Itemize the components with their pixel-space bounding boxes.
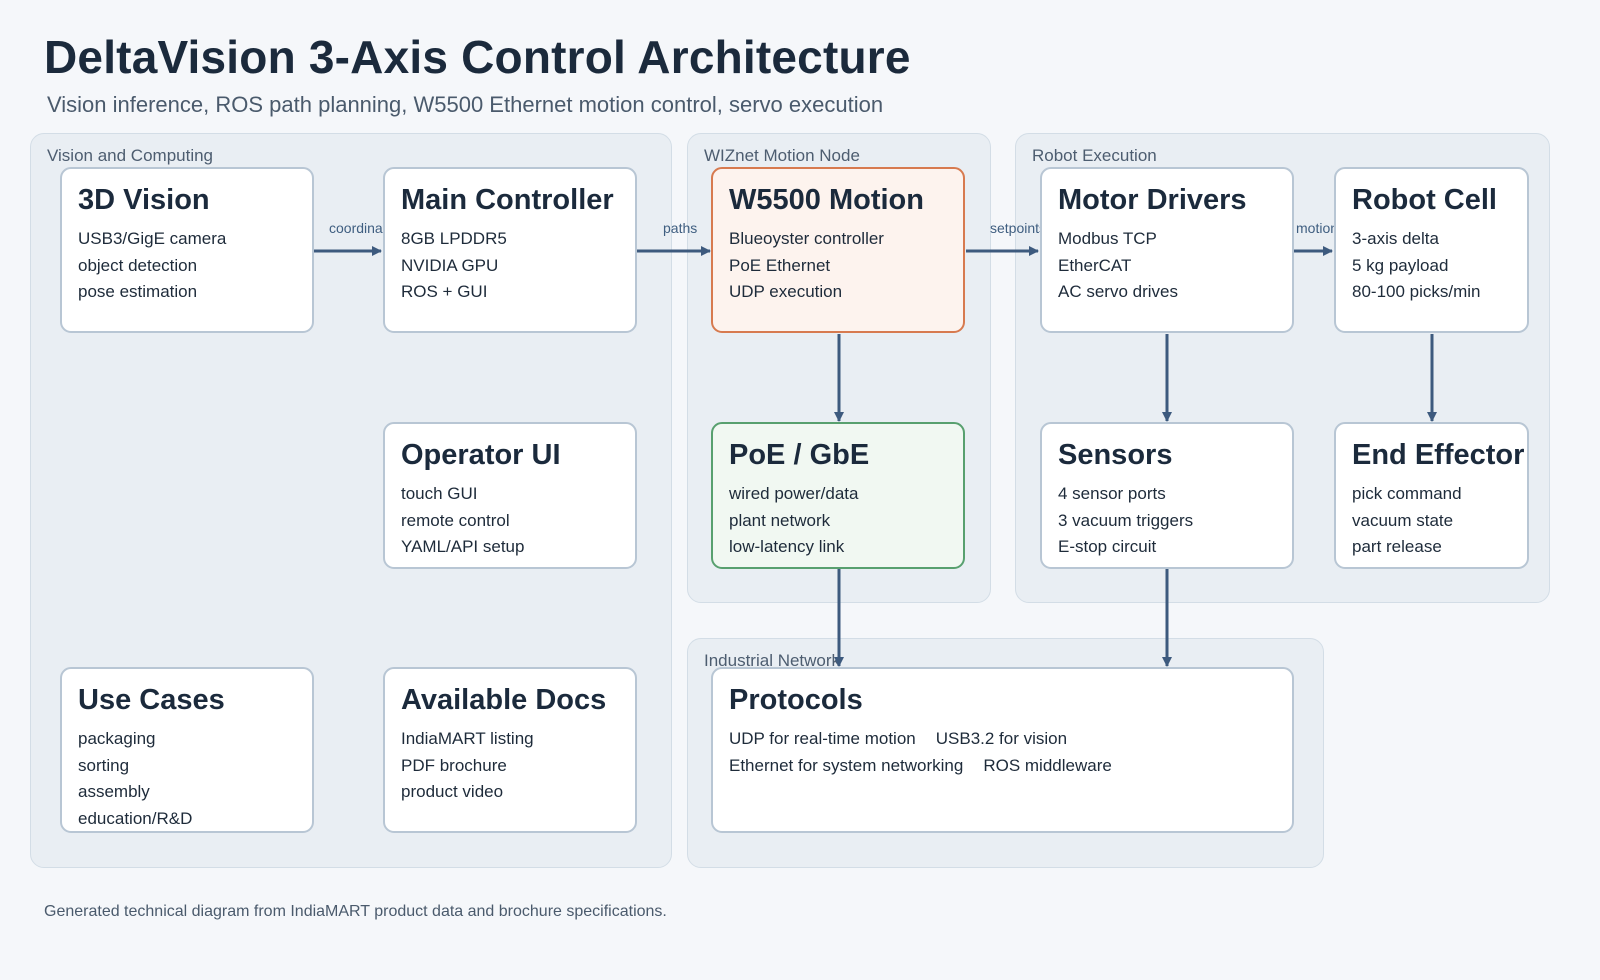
node-line: low-latency link [729,537,845,556]
diagram-title: DeltaVision 3-Axis Control Architecture [44,31,911,83]
node-line: USB3/GigE camera [78,229,227,248]
node-title: W5500 Motion [729,184,924,216]
group-label-network: Industrial Network [704,651,841,670]
node-line: 4 sensor ports [1058,484,1166,503]
node-line: UDP execution [729,282,843,301]
node-line: pick command [1352,484,1462,503]
node-end-effector: End Effector pick command vacuum state p… [1334,422,1529,569]
node-line: sorting [78,755,130,775]
node-line: plant network [729,510,831,530]
group-label-wiznet: WIZnet Motion Node [704,146,860,165]
node-line: PDF brochure [401,755,507,775]
node-title: Available Docs [401,684,607,716]
node-title: 3D Vision [78,184,210,216]
node-available-docs: Available Docs IndiaMART listing PDF bro… [383,667,637,833]
footer-note: Generated technical diagram from IndiaMA… [44,903,667,920]
protocol-item: ROS middleware [983,755,1112,775]
node-title: Use Cases [78,684,225,716]
node-line: packaging [78,729,156,748]
node-line: assembly [78,782,150,801]
node-3d-vision: 3D Vision USB3/GigE camera object detect… [60,167,314,333]
node-line: ROS + GUI [401,282,488,301]
node-title: Operator UI [401,439,561,471]
node-sensors: Sensors 4 sensor ports 3 vacuum triggers… [1040,422,1294,569]
node-line: 5 kg payload [1352,255,1449,275]
node-motor-drivers: Motor Drivers Modbus TCP EtherCAT AC ser… [1040,167,1294,333]
node-line: part release [1352,537,1442,556]
node-title: Motor Drivers [1058,184,1247,216]
node-line: Modbus TCP [1058,229,1157,248]
node-title: PoE / GbE [729,439,870,471]
node-line: PoE Ethernet [729,255,831,275]
group-label-robot: Robot Execution [1032,146,1157,165]
node-title: Robot Cell [1352,184,1497,216]
node-main-controller: Main Controller 8GB LPDDR5 NVIDIA GPU RO… [383,167,637,333]
node-w5500-motion: W5500 Motion Blueoyster controller PoE E… [711,167,965,333]
node-title: Sensors [1058,439,1173,471]
node-title: End Effector [1352,439,1525,471]
node-poe-gbe: PoE / GbE wired power/data plant network… [711,422,965,569]
protocol-item: UDP for real-time motion [729,729,916,748]
edge-label-motion: motion [1296,220,1339,236]
node-operator-ui: Operator UI touch GUI remote control YAM… [383,422,637,569]
node-line: Blueoyster controller [729,229,884,248]
node-line: 3-axis delta [1352,229,1439,248]
node-line: 8GB LPDDR5 [401,229,507,248]
protocol-item: USB3.2 for vision [935,729,1068,748]
node-line: E-stop circuit [1058,537,1157,556]
node-line: product video [401,782,504,801]
node-line: AC servo drives [1058,282,1178,301]
edge-label-paths: paths [663,220,698,236]
node-line: EtherCAT [1058,255,1132,275]
node-line: remote control [401,510,510,530]
node-line: 80-100 picks/min [1352,282,1481,301]
node-protocols: Protocols UDP for real-time motion USB3.2… [711,667,1294,833]
node-line: pose estimation [78,282,198,301]
node-title: Main Controller [401,184,614,216]
diagram-subtitle: Vision inference, ROS path planning, W55… [47,92,884,117]
group-label-vision: Vision and Computing [47,146,214,165]
node-line: IndiaMART listing [401,729,534,748]
node-line: vacuum state [1352,510,1454,530]
node-line: NVIDIA GPU [401,255,499,275]
node-line: object detection [78,255,198,275]
node-line: YAML/API setup [401,537,525,556]
node-title: Protocols [729,684,863,716]
protocol-row: UDP for real-time motion USB3.2 for visio… [729,726,1276,753]
node-line: education/R&D [78,808,193,828]
protocol-row: Ethernet for system networking ROS middle… [729,753,1276,780]
node-line: touch GUI [401,484,478,503]
node-line: wired power/data [729,484,859,503]
node-line: 3 vacuum triggers [1058,510,1194,530]
node-use-cases: Use Cases packaging sorting assembly edu… [60,667,314,833]
edge-label-setpoints: setpoints [990,220,1047,236]
node-robot-cell: Robot Cell 3-axis delta 5 kg payload 80-… [1334,167,1529,333]
protocol-item: Ethernet for system networking [729,755,964,775]
